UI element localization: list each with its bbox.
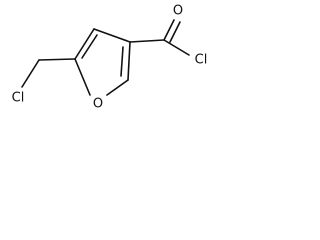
left-chlorine-label: Cl	[12, 91, 25, 106]
bond-ch2-c5	[38, 58, 76, 61]
bond-c5-c4	[74, 28, 95, 60]
bond-carbonyl-oxygen-2	[169, 21, 181, 43]
acyl-chlorine-label: Cl	[195, 53, 208, 68]
bond-c4-c3	[93, 28, 131, 43]
bond-c2-o1	[106, 79, 129, 96]
bond-c5-c4-inner	[81, 34, 98, 59]
bond-c3-carbonyl	[129, 39, 165, 43]
bond-c3-c2	[127, 41, 131, 81]
bond-carbonyl-oxygen-1	[163, 19, 175, 41]
carbonyl-oxygen-label: O	[173, 4, 183, 19]
ring-oxygen-label: O	[93, 97, 103, 112]
bond-cl-ch2	[21, 59, 40, 88]
bond-c3-c2-inner	[120, 46, 124, 77]
molecule-drawing: Cl O O Cl	[12, 4, 208, 112]
bond-o1-c5	[74, 58, 91, 96]
chemical-structure-canvas: Cl O O Cl	[0, 0, 222, 126]
bond-carbonyl-chlorine	[163, 39, 190, 56]
